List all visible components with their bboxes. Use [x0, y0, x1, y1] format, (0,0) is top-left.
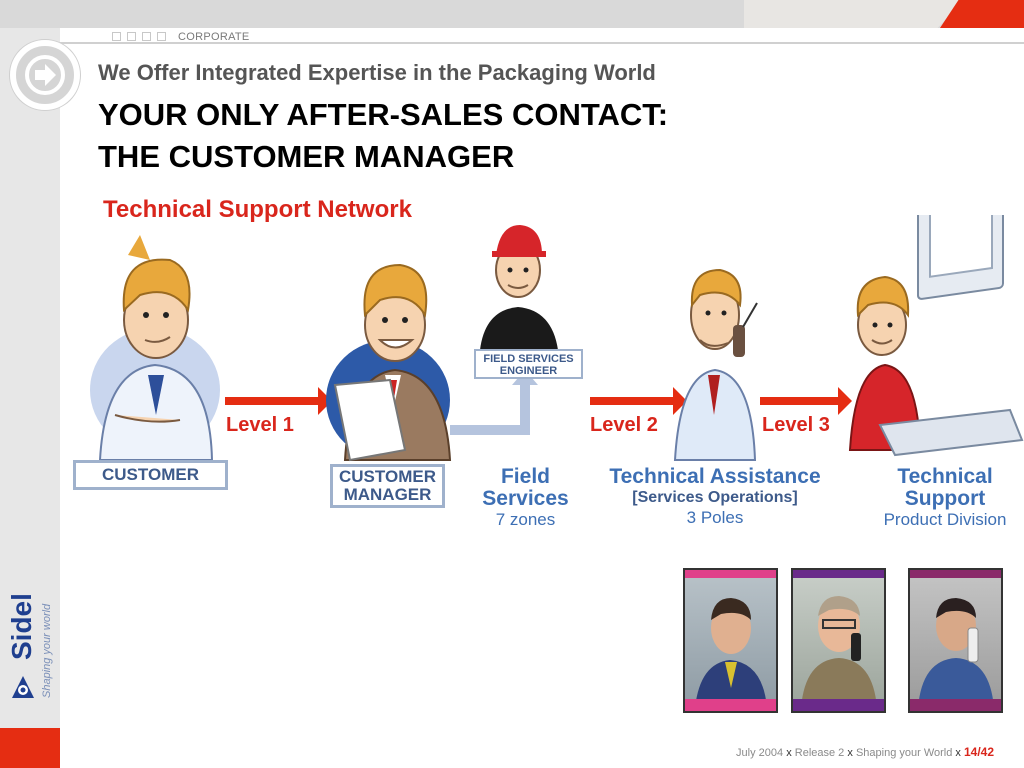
top-band-light-tab	[744, 0, 964, 28]
customer-manager-line1: CUSTOMER	[339, 467, 436, 486]
footer-tagline: Shaping your World	[855, 747, 953, 759]
level1-arrow	[225, 387, 332, 415]
footer-sep-1: x	[786, 747, 792, 759]
customer-label: CUSTOMER	[73, 460, 228, 490]
fs-caption-line2: Services	[482, 487, 569, 510]
photo-topbar	[793, 570, 884, 578]
field-services-caption: Field Services 7 zones	[468, 466, 583, 530]
staff-photo-1	[683, 568, 778, 713]
ta-caption-line2: [Services Operations]	[632, 489, 798, 506]
field-engineer-figure	[480, 225, 558, 350]
photo-topbar	[910, 570, 1001, 578]
staff-photo-2	[791, 568, 886, 713]
footer-sep-2: x	[847, 747, 853, 759]
photo-botbar	[685, 699, 776, 711]
ts-caption-line2: Support	[904, 487, 986, 510]
field-services-engineer-label: FIELD SERVICES ENGINEER	[474, 349, 583, 379]
header-divider	[60, 42, 1024, 44]
sidebar-red-footer	[0, 728, 60, 768]
customer-figure	[90, 235, 220, 461]
technical-support-caption: Technical Support Product Division	[870, 466, 1020, 530]
brand-name: Sidel	[6, 593, 37, 660]
level2-label: Level 2	[590, 414, 658, 436]
sidel-logo-icon	[12, 676, 34, 698]
customer-manager-line2: MANAGER	[343, 485, 432, 504]
slide-subtitle: We Offer Integrated Expertise in the Pac…	[98, 60, 656, 85]
footer-date: July 2004	[736, 747, 784, 759]
staff-photo-3	[908, 568, 1003, 713]
dot	[127, 32, 136, 41]
person-1-icon	[695, 598, 767, 708]
ts-caption-line3: Product Division	[883, 510, 1007, 529]
customer-manager-label: CUSTOMER MANAGER	[330, 464, 445, 508]
fse-line1: FIELD SERVICES	[483, 353, 574, 365]
fs-caption-line3: 7 zones	[495, 510, 556, 529]
page-number: 14/42	[963, 745, 994, 759]
customer-manager-figure	[326, 263, 452, 462]
left-sidebar	[0, 28, 60, 768]
field-services-arrow	[450, 370, 538, 435]
title-line-1: YOUR ONLY AFTER-SALES CONTACT:	[98, 97, 669, 132]
level2-arrow	[590, 387, 687, 415]
dot	[112, 32, 121, 41]
section-title: Technical Support Network	[103, 196, 412, 223]
person-2-icon	[801, 596, 877, 708]
slide-footer: July 2004 x Release 2 x Shaping your Wor…	[736, 745, 994, 759]
dot	[142, 32, 151, 41]
ta-caption-line1: Technical Assistance	[609, 465, 821, 488]
footer-sep-3: x	[955, 747, 961, 759]
fse-line2: ENGINEER	[499, 365, 558, 377]
ts-caption-line1: Technical	[897, 465, 993, 488]
photo-botbar	[910, 699, 1001, 711]
top-band	[0, 0, 1024, 28]
person-3-icon	[918, 598, 994, 708]
corporate-label: CORPORATE	[178, 31, 250, 43]
technical-support-figure	[848, 215, 1024, 457]
ta-caption-line3: 3 Poles	[686, 508, 744, 527]
title-line-2: THE CUSTOMER MANAGER	[98, 139, 515, 174]
level1-label: Level 1	[226, 414, 294, 436]
fs-caption-line1: Field	[500, 465, 550, 488]
next-arrow-icon[interactable]	[10, 40, 80, 110]
network-diagram	[90, 215, 1024, 462]
slide-title: YOUR ONLY AFTER-SALES CONTACT: THE CUSTO…	[98, 94, 668, 178]
corporate-dots	[112, 32, 166, 41]
technical-assistance-caption: Technical Assistance [Services Operation…	[590, 466, 840, 528]
technical-assistance-figure	[673, 268, 758, 461]
level3-arrow	[760, 387, 852, 415]
dot	[157, 32, 166, 41]
photo-botbar	[793, 699, 884, 711]
photo-topbar	[685, 570, 776, 578]
level3-label: Level 3	[762, 414, 830, 436]
footer-release: Release 2	[794, 747, 845, 759]
brand-tagline: Shaping your world	[41, 603, 53, 698]
